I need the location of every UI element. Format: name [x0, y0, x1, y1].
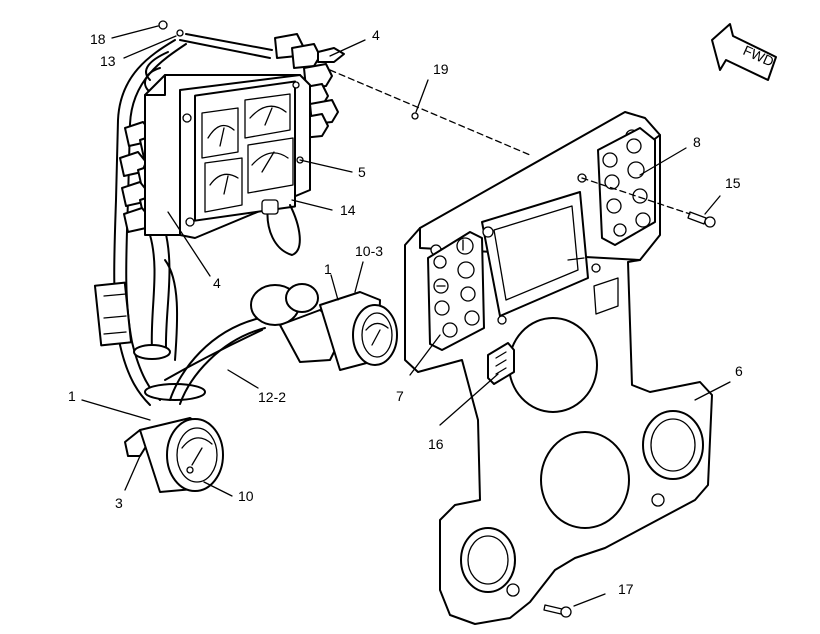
callout-16: 16 [428, 436, 444, 452]
callout-8: 8 [693, 134, 701, 150]
switch-keypad-7 [427, 231, 485, 351]
callout-13: 13 [100, 53, 116, 69]
gauge-10 [124, 417, 224, 493]
instrument-panel-plate [404, 111, 713, 625]
gauge-cluster-module [144, 74, 311, 256]
callout-1-lower: 1 [68, 388, 76, 404]
gauge-10-3 [250, 283, 398, 371]
rocker-switch-16 [487, 342, 515, 385]
callout-6: 6 [735, 363, 743, 379]
callout-12-2: 12-2 [258, 389, 286, 405]
callout-19: 19 [433, 61, 449, 77]
callout-5: 5 [358, 164, 366, 180]
callout-14: 14 [340, 202, 356, 218]
callout-10: 10 [238, 488, 254, 504]
callout-3: 3 [115, 495, 123, 511]
callout-7: 7 [396, 388, 404, 404]
fwd-direction-arrow: FWD [711, 23, 777, 81]
callout-labels: 18 13 4 19 5 14 4 1 10-3 8 15 7 12-2 1 1… [68, 27, 743, 597]
fasteners [158, 20, 716, 618]
callout-10-3: 10-3 [355, 243, 383, 259]
switch-keypad-8 [597, 127, 656, 246]
callout-17: 17 [618, 581, 634, 597]
callout-15: 15 [725, 175, 741, 191]
callout-1-upper: 1 [324, 261, 332, 277]
callout-18: 18 [90, 31, 106, 47]
leader-lines [81, 25, 731, 607]
callout-4-top: 4 [372, 27, 380, 43]
wiring-harness [93, 33, 273, 406]
fwd-label: FWD [741, 42, 777, 70]
callout-4-lower: 4 [213, 275, 221, 291]
